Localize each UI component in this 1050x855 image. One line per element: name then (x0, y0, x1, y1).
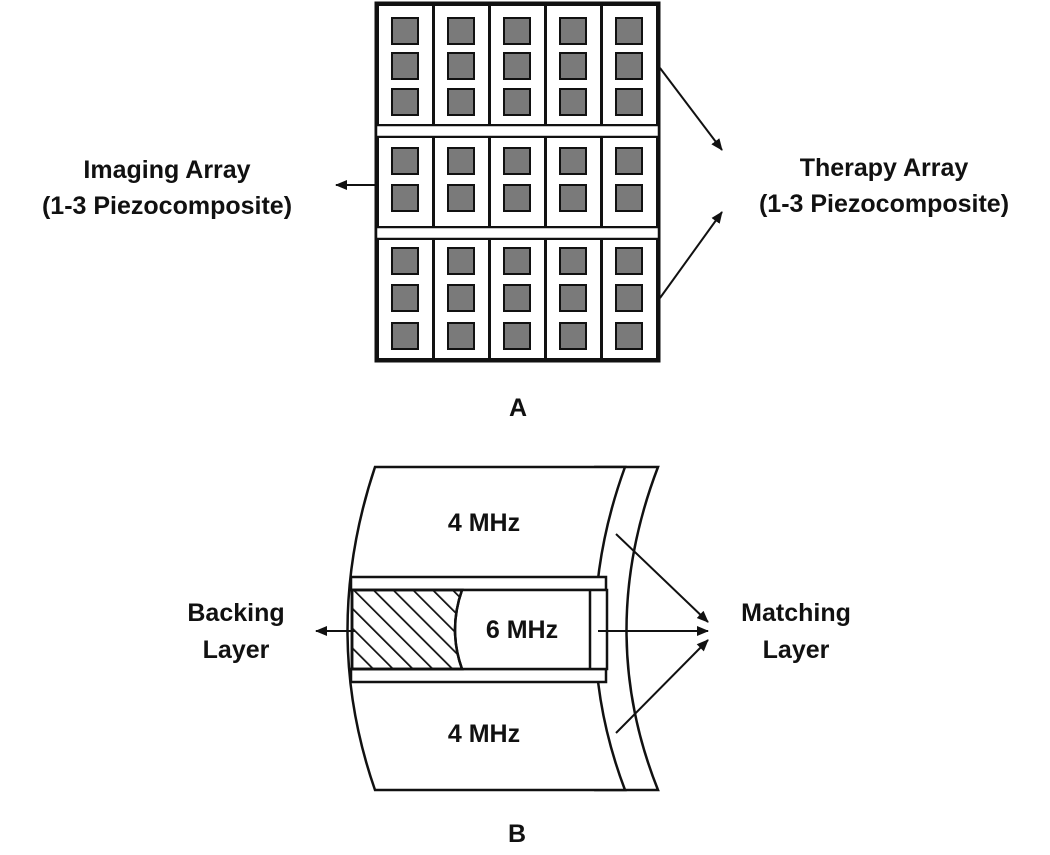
piezo-pillar (503, 184, 531, 212)
array-gap-bottom (374, 225, 661, 241)
piezo-pillar (615, 284, 643, 312)
piezo-pillar (615, 147, 643, 175)
matching-label-line1: Matching (741, 599, 851, 627)
therapy-arrow-top (659, 67, 723, 151)
therapy-arrow-bottom (659, 211, 723, 299)
middle-frequency-label: 6 MHz (486, 616, 558, 644)
piezo-pillar (503, 322, 531, 350)
piezo-pillar (615, 52, 643, 80)
piezo-pillar (447, 88, 475, 116)
piezo-pillar (559, 147, 587, 175)
piezo-pillar (503, 52, 531, 80)
piezo-pillar (447, 17, 475, 45)
piezo-pillar (391, 88, 419, 116)
piezo-pillar (615, 88, 643, 116)
backing-label-line2: Layer (203, 636, 270, 664)
piezo-pillar (447, 52, 475, 80)
piezo-pillar (615, 247, 643, 275)
piezo-pillar (615, 184, 643, 212)
piezo-pillar (559, 247, 587, 275)
backing-label-line1: Backing (187, 599, 284, 627)
backing-layer (350, 588, 464, 671)
piezo-pillar (503, 88, 531, 116)
piezo-pillar (391, 322, 419, 350)
piezo-pillar (391, 147, 419, 175)
piezo-pillar (447, 284, 475, 312)
piezo-pillar (559, 88, 587, 116)
piezo-pillar (447, 322, 475, 350)
piezo-pillar (391, 184, 419, 212)
piezo-pillar (447, 247, 475, 275)
piezo-pillar (559, 17, 587, 45)
piezo-pillar (391, 284, 419, 312)
matching-label-line2: Layer (763, 636, 830, 664)
bottom-frequency-label: 4 MHz (448, 720, 520, 748)
piezo-pillar (391, 52, 419, 80)
piezo-pillar (503, 284, 531, 312)
piezo-pillar (503, 147, 531, 175)
piezo-pillar (559, 52, 587, 80)
top-frequency-label: 4 MHz (448, 509, 520, 537)
imaging-label-line2: (1-3 Piezocomposite) (42, 192, 292, 220)
separator-bottom (349, 667, 608, 684)
caption-b: B (508, 820, 526, 848)
backing-layer-outline (350, 588, 464, 671)
therapy-label-line2: (1-3 Piezocomposite) (759, 190, 1009, 218)
piezo-pillar (447, 184, 475, 212)
array-elements (377, 4, 658, 360)
piezo-pillar (391, 247, 419, 275)
piezo-pillar (391, 17, 419, 45)
piezo-pillar (503, 247, 531, 275)
piezo-pillar (615, 17, 643, 45)
panel-b: 4 MHz 6 MHz 4 MHz Backing Layer Matching… (187, 465, 851, 848)
piezo-pillar (559, 184, 587, 212)
matching-arrow-top (615, 533, 709, 623)
matching-arrow-bottom (615, 639, 709, 734)
array-gap-top (374, 123, 661, 139)
imaging-label-line1: Imaging Array (83, 156, 250, 184)
therapy-label-line1: Therapy Array (800, 154, 969, 182)
piezo-pillar (559, 284, 587, 312)
separator-top (349, 575, 608, 592)
piezo-pillar (447, 147, 475, 175)
piezo-pillar (559, 322, 587, 350)
caption-a: A (509, 394, 527, 422)
piezo-pillar (615, 322, 643, 350)
piezo-pillar (503, 17, 531, 45)
panel-a: Imaging Array (1-3 Piezocomposite) Thera… (42, 1, 1009, 422)
